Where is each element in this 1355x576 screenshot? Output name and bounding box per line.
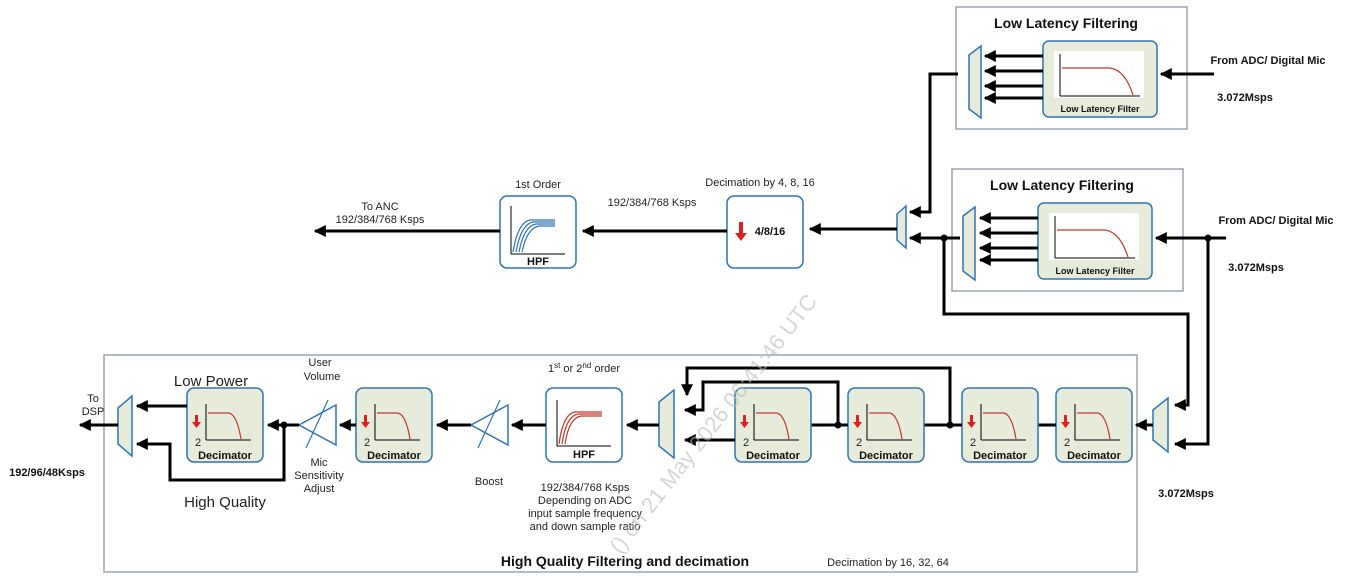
mic-sensitivity-amplifier-icon: [297, 403, 337, 447]
mic-sens-line2: Sensitivity: [294, 470, 344, 482]
hq-hpf-note-2: Depending on ADC: [538, 495, 632, 507]
anc-hpf-label: HPF: [527, 256, 549, 268]
mic-sens-line3: Adjust: [304, 483, 335, 495]
anc-output-line1: To ANC: [361, 201, 398, 213]
decimator-stage-0: 2 Decimator: [355, 387, 433, 463]
hq-input-mux: [1152, 396, 1169, 454]
decimator-stage-2: 2 Decimator: [847, 387, 925, 463]
anc-rate-label: 192/384/768 Ksps: [608, 197, 697, 209]
anc-path-group: 4/8/16 Decimation by 4, 8, 16 192/384/76…: [313, 72, 960, 269]
user-volume-line1: User: [308, 357, 332, 369]
anc-output-line2: 192/384/768 Ksps: [336, 214, 425, 226]
top-filter-response-icon: [1054, 51, 1144, 98]
boost-label: Boost: [475, 476, 503, 488]
mid-low-latency-group: Low Latency Filtering Low Latency Filter…: [951, 168, 1334, 292]
low-power-label: Low Power: [174, 373, 248, 390]
svg-text:Decimator: Decimator: [367, 450, 422, 462]
svg-text:2: 2: [970, 437, 976, 449]
svg-text:Decimator: Decimator: [973, 450, 1028, 462]
anc-select-mux: [896, 204, 907, 250]
top-low-latency-title: Low Latency Filtering: [994, 15, 1138, 31]
hq-hpf-response-icon: [556, 400, 611, 447]
dsp-output-line1: To: [87, 393, 99, 405]
mic-sens-line1: Mic: [310, 457, 328, 469]
hq-select-mux: [658, 388, 675, 460]
hq-hpf-note-3: input sample frequency: [528, 508, 642, 520]
hq-hpf-order: 1st or 2nd order: [548, 361, 620, 375]
boost-amplifier-icon: [469, 403, 509, 447]
hq-path-group: High Quality Filtering and decimation De…: [9, 238, 1214, 573]
top-rate-label: 3.072Msps: [1217, 92, 1273, 104]
mid-filter-response-icon: [1049, 213, 1139, 260]
down-arrow-icon: [735, 222, 747, 241]
hq-decimation-range: Decimation by 16, 32, 64: [827, 557, 949, 569]
svg-text:2: 2: [743, 437, 749, 449]
decimator-stage-4: 2 Decimator: [1055, 387, 1133, 463]
hq-frame: [103, 354, 1138, 573]
anc-decimation-title: Decimation by 4, 8, 16: [705, 177, 814, 189]
hq-input-rate: 3.072Msps: [1158, 488, 1214, 500]
mid-low-latency-title: Low Latency Filtering: [990, 177, 1134, 193]
anc-hpf-order: 1st Order: [515, 179, 561, 191]
svg-text:Decimator: Decimator: [859, 450, 914, 462]
top-source-label: From ADC/ Digital Mic: [1210, 55, 1325, 67]
decimator-stage-3: 2 Decimator: [961, 387, 1039, 463]
anc-decimation-value: 4/8/16: [755, 226, 786, 238]
hq-title: High Quality Filtering and decimation: [501, 553, 749, 569]
top-low-latency-group: Low Latency Filtering Low Latency Filter…: [955, 6, 1326, 130]
hq-hpf-note-1: 192/384/768 Ksps: [541, 482, 630, 494]
svg-text:Decimator: Decimator: [746, 450, 801, 462]
hq-hpf-label: HPF: [573, 449, 595, 461]
svg-text:2: 2: [1064, 437, 1070, 449]
decimator-stage-1: 2 Decimator: [734, 387, 812, 463]
top-filter-label: Low Latency Filter: [1060, 104, 1140, 114]
output-mux: [117, 394, 133, 458]
svg-text:Decimator: Decimator: [198, 450, 253, 462]
top-low-latency-frame: [955, 6, 1188, 130]
dsp-output-line2: DSP: [82, 406, 105, 418]
decimator-low-power: 2 Decimator: [186, 387, 264, 463]
top-mux: [968, 44, 982, 120]
mid-rate-label: 3.072Msps: [1228, 262, 1284, 274]
hpf-response-icon: [510, 206, 565, 255]
mid-source-label: From ADC/ Digital Mic: [1218, 215, 1333, 227]
high-quality-label: High Quality: [184, 494, 266, 511]
svg-text:2: 2: [195, 437, 201, 449]
mid-filter-label: Low Latency Filter: [1055, 266, 1135, 276]
svg-text:Decimator: Decimator: [1067, 450, 1122, 462]
dsp-output-rate: 192/96/48Ksps: [9, 467, 85, 479]
user-volume-line2: Volume: [304, 371, 341, 383]
svg-text:2: 2: [856, 437, 862, 449]
svg-text:2: 2: [364, 437, 370, 449]
mid-low-latency-frame: [951, 168, 1184, 292]
hq-hpf-note-4: and down sample ratio: [530, 521, 641, 533]
mid-mux: [962, 205, 976, 282]
